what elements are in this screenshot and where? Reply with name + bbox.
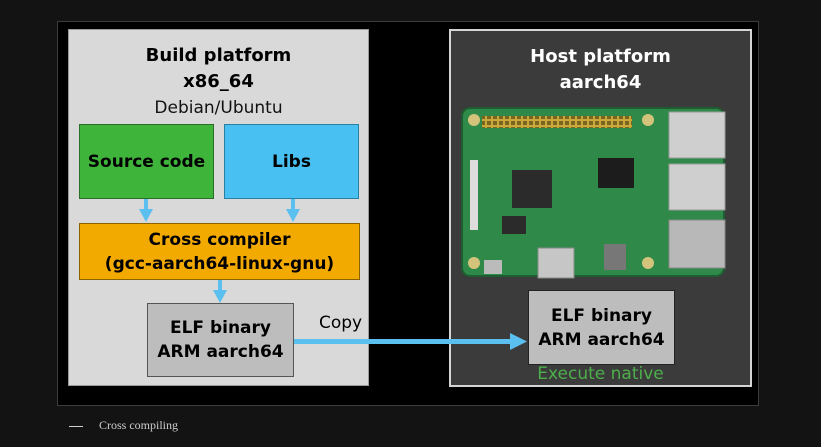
build-arch-label: x86_64 <box>183 71 254 92</box>
cross-compiler-package: (gcc-aarch64-linux-gnu) <box>104 253 335 274</box>
caption-text: Cross compiling <box>99 418 179 432</box>
elf-arch-label: ARM aarch64 <box>157 342 284 362</box>
elf-binary-build-box: ELF binary ARM aarch64 <box>147 303 294 377</box>
source-code-box: Source code <box>79 124 214 199</box>
caption-dash <box>69 425 83 427</box>
host-platform-title: Host platform <box>530 46 671 67</box>
execute-native-label: Execute native <box>537 364 664 384</box>
arrow-libs-to-compiler <box>291 199 295 211</box>
build-os-label: Debian/Ubuntu <box>154 98 283 118</box>
arrow-source-to-compiler <box>144 199 148 211</box>
cross-compiler-label: Cross compiler <box>148 229 291 250</box>
libs-box: Libs <box>224 124 359 199</box>
elf-binary-host-box: ELF binary ARM aarch64 <box>528 290 675 365</box>
arrow-copy-to-host <box>294 339 512 344</box>
elf-binary-label: ELF binary <box>550 305 652 326</box>
figure-caption: Cross compiling <box>69 418 178 433</box>
arrow-compiler-to-elf <box>218 280 222 292</box>
elf-arch-label: ARM aarch64 <box>538 329 665 350</box>
elf-binary-label: ELF binary <box>169 318 271 338</box>
build-platform-title: Build platform <box>145 45 292 66</box>
copy-label: Copy <box>319 313 363 333</box>
cross-compiler-box: Cross compiler (gcc-aarch64-linux-gnu) <box>79 223 360 280</box>
host-arch-label: aarch64 <box>559 72 642 93</box>
